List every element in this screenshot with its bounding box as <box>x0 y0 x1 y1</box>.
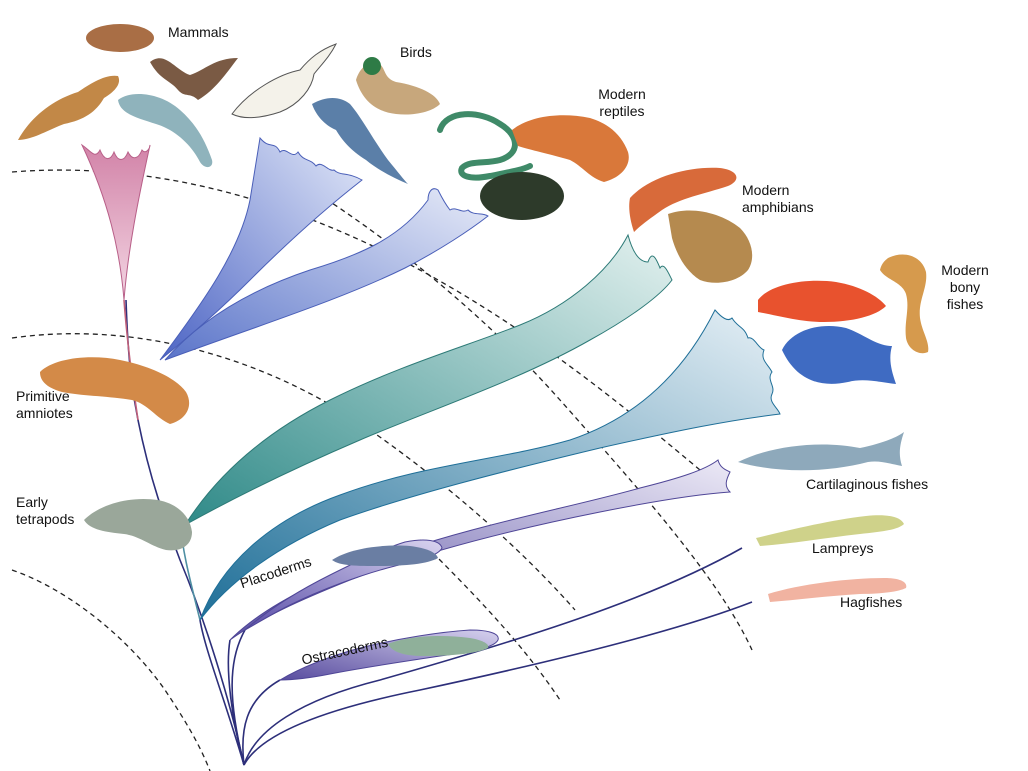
fish-illustrations <box>332 254 929 656</box>
cartilaginous-clade <box>229 459 732 641</box>
time-boundary-4 <box>279 169 753 651</box>
time-boundaries <box>11 169 753 771</box>
time-boundary-3 <box>11 569 211 771</box>
bony-fish-line <box>199 619 245 766</box>
duck-illustration <box>356 61 440 115</box>
kingfisher-illustration <box>312 98 408 184</box>
label-primitive-amniotes: Primitive amniotes <box>16 388 73 421</box>
time-boundary-1 <box>11 169 701 471</box>
gannet-illustration <box>231 43 338 119</box>
early-tetrapod-illustration <box>84 498 192 551</box>
lamprey-line <box>243 547 743 766</box>
duck-head <box>363 57 381 75</box>
hagfish-line <box>243 601 753 766</box>
turtle-illustration <box>480 172 564 220</box>
mammal-illustrations <box>18 24 238 168</box>
hagfish-illustration <box>768 578 907 602</box>
ancestor-illustrations <box>40 357 192 551</box>
label-early-tetrapods: Early tetrapods <box>16 494 75 527</box>
amniote-line <box>123 299 139 421</box>
mammal-clade <box>80 143 151 301</box>
lamprey-illustration <box>756 515 904 546</box>
time-boundary-2 <box>11 333 576 611</box>
label-mammals: Mammals <box>168 24 229 40</box>
iguana-illustration <box>512 115 629 182</box>
label-modern-reptiles: Modern reptiles <box>598 86 646 119</box>
label-birds: Birds <box>400 44 432 60</box>
reptile-clade <box>164 188 489 361</box>
salamander-illustration <box>629 167 737 232</box>
snake-illustration <box>437 111 533 181</box>
seahorse-illustration <box>880 254 929 354</box>
shark-illustration <box>738 432 904 471</box>
bird-clade <box>159 136 363 361</box>
ostracoderm-line <box>242 679 281 766</box>
placoderm-illustration <box>332 545 438 566</box>
placoderm-line <box>227 639 245 766</box>
bat-illustration <box>150 58 238 100</box>
label-lampreys: Lampreys <box>812 540 874 556</box>
cartilaginous-line <box>231 629 246 766</box>
label-hagfishes: Hagfishes <box>840 594 903 610</box>
amphibian-illustrations <box>629 167 753 283</box>
manatee-illustration <box>118 94 213 168</box>
time-boundary-5 <box>419 539 561 701</box>
primitive-amniote-illustration <box>40 357 190 424</box>
label-modern-bony-fishes: Modern bony fishes <box>941 262 989 312</box>
surgeonfish-illustration <box>782 326 896 384</box>
amphibian-clade <box>184 233 673 526</box>
ostracoderm-illustration <box>388 636 489 656</box>
weasel-illustration <box>18 75 120 140</box>
bony-fish-clade <box>199 309 781 621</box>
frog-illustration <box>668 210 753 283</box>
gopher-illustration <box>86 24 154 52</box>
label-cartilaginous-fishes: Cartilaginous fishes <box>806 476 929 492</box>
bird-illustrations <box>231 43 440 184</box>
label-modern-amphibians: Modern amphibians <box>742 182 814 215</box>
squirrelfish-illustration <box>758 280 886 322</box>
reptile-illustrations <box>437 111 629 220</box>
